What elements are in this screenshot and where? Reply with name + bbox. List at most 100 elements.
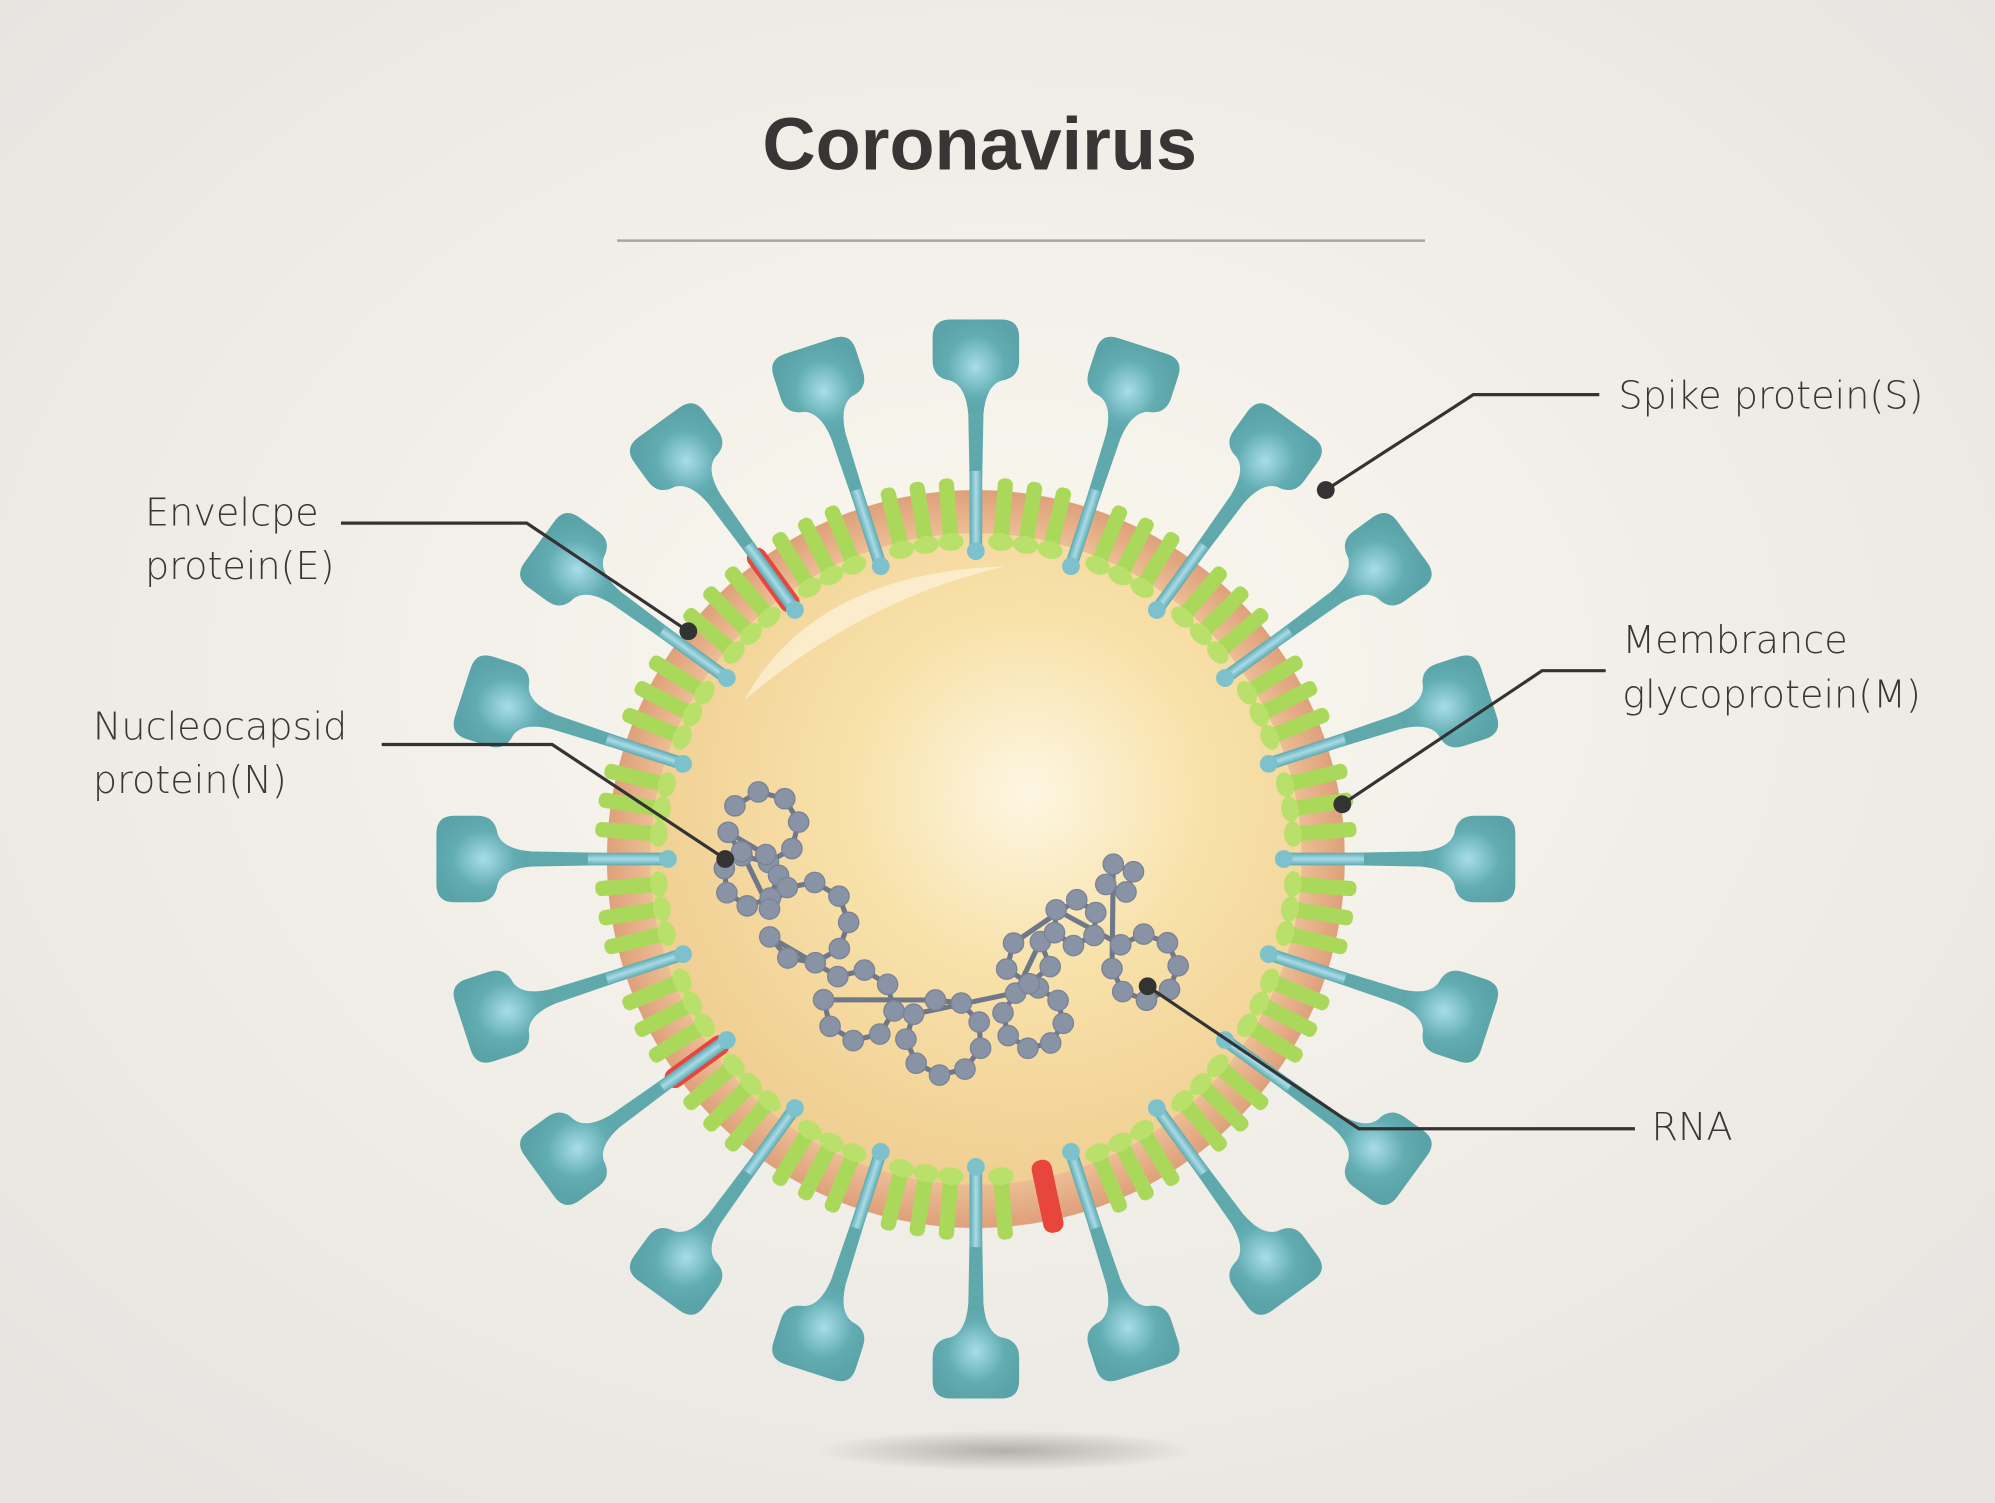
membrane-glycoprotein — [797, 1132, 844, 1201]
spike-protein — [1336, 970, 1499, 1063]
membrane-glycoprotein — [880, 1159, 915, 1231]
rna-bead — [819, 1015, 841, 1038]
rna-bead — [1111, 980, 1134, 1003]
rna-bead — [828, 937, 851, 960]
spike-head — [520, 1112, 621, 1205]
spike-head — [1397, 655, 1499, 748]
spike-protein — [1336, 655, 1499, 748]
membrane-glycoprotein — [634, 681, 703, 727]
spike-head — [1331, 1112, 1432, 1205]
membrane-glycoprotein — [988, 478, 1014, 551]
label-membrane-line2: glycoprotein(M) — [1622, 673, 1921, 717]
spike-neck — [609, 1078, 671, 1129]
rna-bead — [997, 1024, 1020, 1047]
membrane-glycoprotein — [683, 1054, 745, 1111]
core-highlight — [744, 566, 1006, 700]
rna-link — [768, 934, 840, 979]
spike-head — [932, 319, 1020, 414]
virus-shadow — [814, 1430, 1196, 1471]
spike-head — [1087, 1280, 1180, 1382]
rna-bead — [1039, 955, 1061, 978]
leader-spike — [1316, 393, 1600, 499]
membrane-glycoprotein — [797, 517, 844, 586]
rna-strand — [713, 781, 1189, 1086]
spike-stem — [604, 945, 692, 985]
leader-nucleocapsid — [381, 742, 735, 868]
rna-bead — [1045, 898, 1067, 921]
rna-bead — [905, 1052, 928, 1075]
rna-bead — [928, 1064, 951, 1086]
spike-protein — [520, 1078, 671, 1205]
rna-bead — [1115, 881, 1137, 903]
rna-bead — [1101, 957, 1123, 980]
spike-neck — [547, 713, 615, 748]
membrane-glycoprotein — [595, 871, 668, 897]
rna-bead — [812, 988, 835, 1011]
rna-bead — [781, 837, 803, 860]
membrane-glycoprotein — [1108, 1132, 1154, 1201]
rna-bead — [1052, 1012, 1075, 1035]
label-nucleocapsid-line1: Nucleocapsid — [93, 704, 347, 748]
spike-head — [1087, 336, 1180, 438]
rna-bead — [1043, 921, 1066, 944]
spike-protein — [1280, 1078, 1432, 1205]
spike-neck — [706, 1164, 757, 1226]
rna-bead — [1065, 888, 1088, 911]
membrane-glycoprotein — [938, 1167, 964, 1240]
rna-bead — [776, 876, 799, 899]
spike-head — [1229, 1214, 1322, 1315]
spike-protein — [932, 1240, 1020, 1399]
membrane-glycoprotein — [1085, 505, 1128, 575]
rna-bead — [1084, 901, 1107, 924]
rna-bead — [992, 1002, 1014, 1024]
rna-bead — [995, 958, 1018, 980]
membrane-glycoprotein — [909, 481, 939, 554]
spike-protein — [772, 1220, 865, 1382]
rna-bead — [968, 1011, 990, 1033]
spike-stem — [1274, 850, 1364, 868]
membrane-glycoprotein — [1249, 681, 1318, 727]
spike-stem — [1062, 487, 1102, 576]
membrane-glycoprotein — [703, 1072, 762, 1132]
membrane-glycoproteins — [595, 478, 1357, 1240]
label-spike-protein: Spike protein(S) — [1618, 374, 1923, 418]
rna-bead — [724, 795, 746, 817]
membrane-glycoprotein — [1189, 1072, 1249, 1132]
rna-bead — [1002, 932, 1025, 954]
label-membrane-line1: Membrance — [1622, 618, 1848, 662]
spike-stem — [966, 1158, 985, 1248]
virus-core — [650, 533, 1302, 1185]
membrane-glycoprotein — [648, 1013, 715, 1063]
rna-bead — [773, 787, 796, 810]
rna-bead — [1156, 931, 1179, 954]
spike-stem — [587, 850, 677, 868]
rna-bead — [883, 1000, 905, 1022]
spike-neck — [1280, 589, 1343, 640]
spike-head — [772, 336, 865, 438]
rna-bead — [804, 951, 827, 974]
rna-bead — [777, 947, 799, 969]
spike-stem — [1259, 945, 1347, 985]
spike-neck — [1336, 970, 1405, 1005]
membrane-glycoprotein — [724, 1090, 781, 1152]
spike-stem — [742, 1099, 804, 1177]
spike-stem — [1216, 625, 1294, 687]
membrane-glycoprotein — [1284, 871, 1357, 897]
envelope-protein — [1031, 1159, 1064, 1233]
spike-protein — [1087, 336, 1180, 498]
spike-head — [629, 403, 723, 504]
rna-bead — [1109, 933, 1132, 956]
membrane-glycoprotein — [1085, 1143, 1128, 1213]
spike-neck — [1087, 430, 1122, 498]
spike-stem — [742, 541, 804, 619]
spike-neck — [1280, 1078, 1343, 1129]
membrane-glycoprotein — [1207, 607, 1269, 664]
spike-head — [772, 1280, 865, 1382]
membrane-glycoprotein — [604, 763, 676, 798]
membrane-glycoprotein — [1130, 1120, 1180, 1187]
rna-bead — [754, 843, 777, 866]
spike-protein — [436, 815, 595, 903]
rna-bead — [1047, 989, 1069, 1012]
spike-head — [1229, 403, 1322, 504]
